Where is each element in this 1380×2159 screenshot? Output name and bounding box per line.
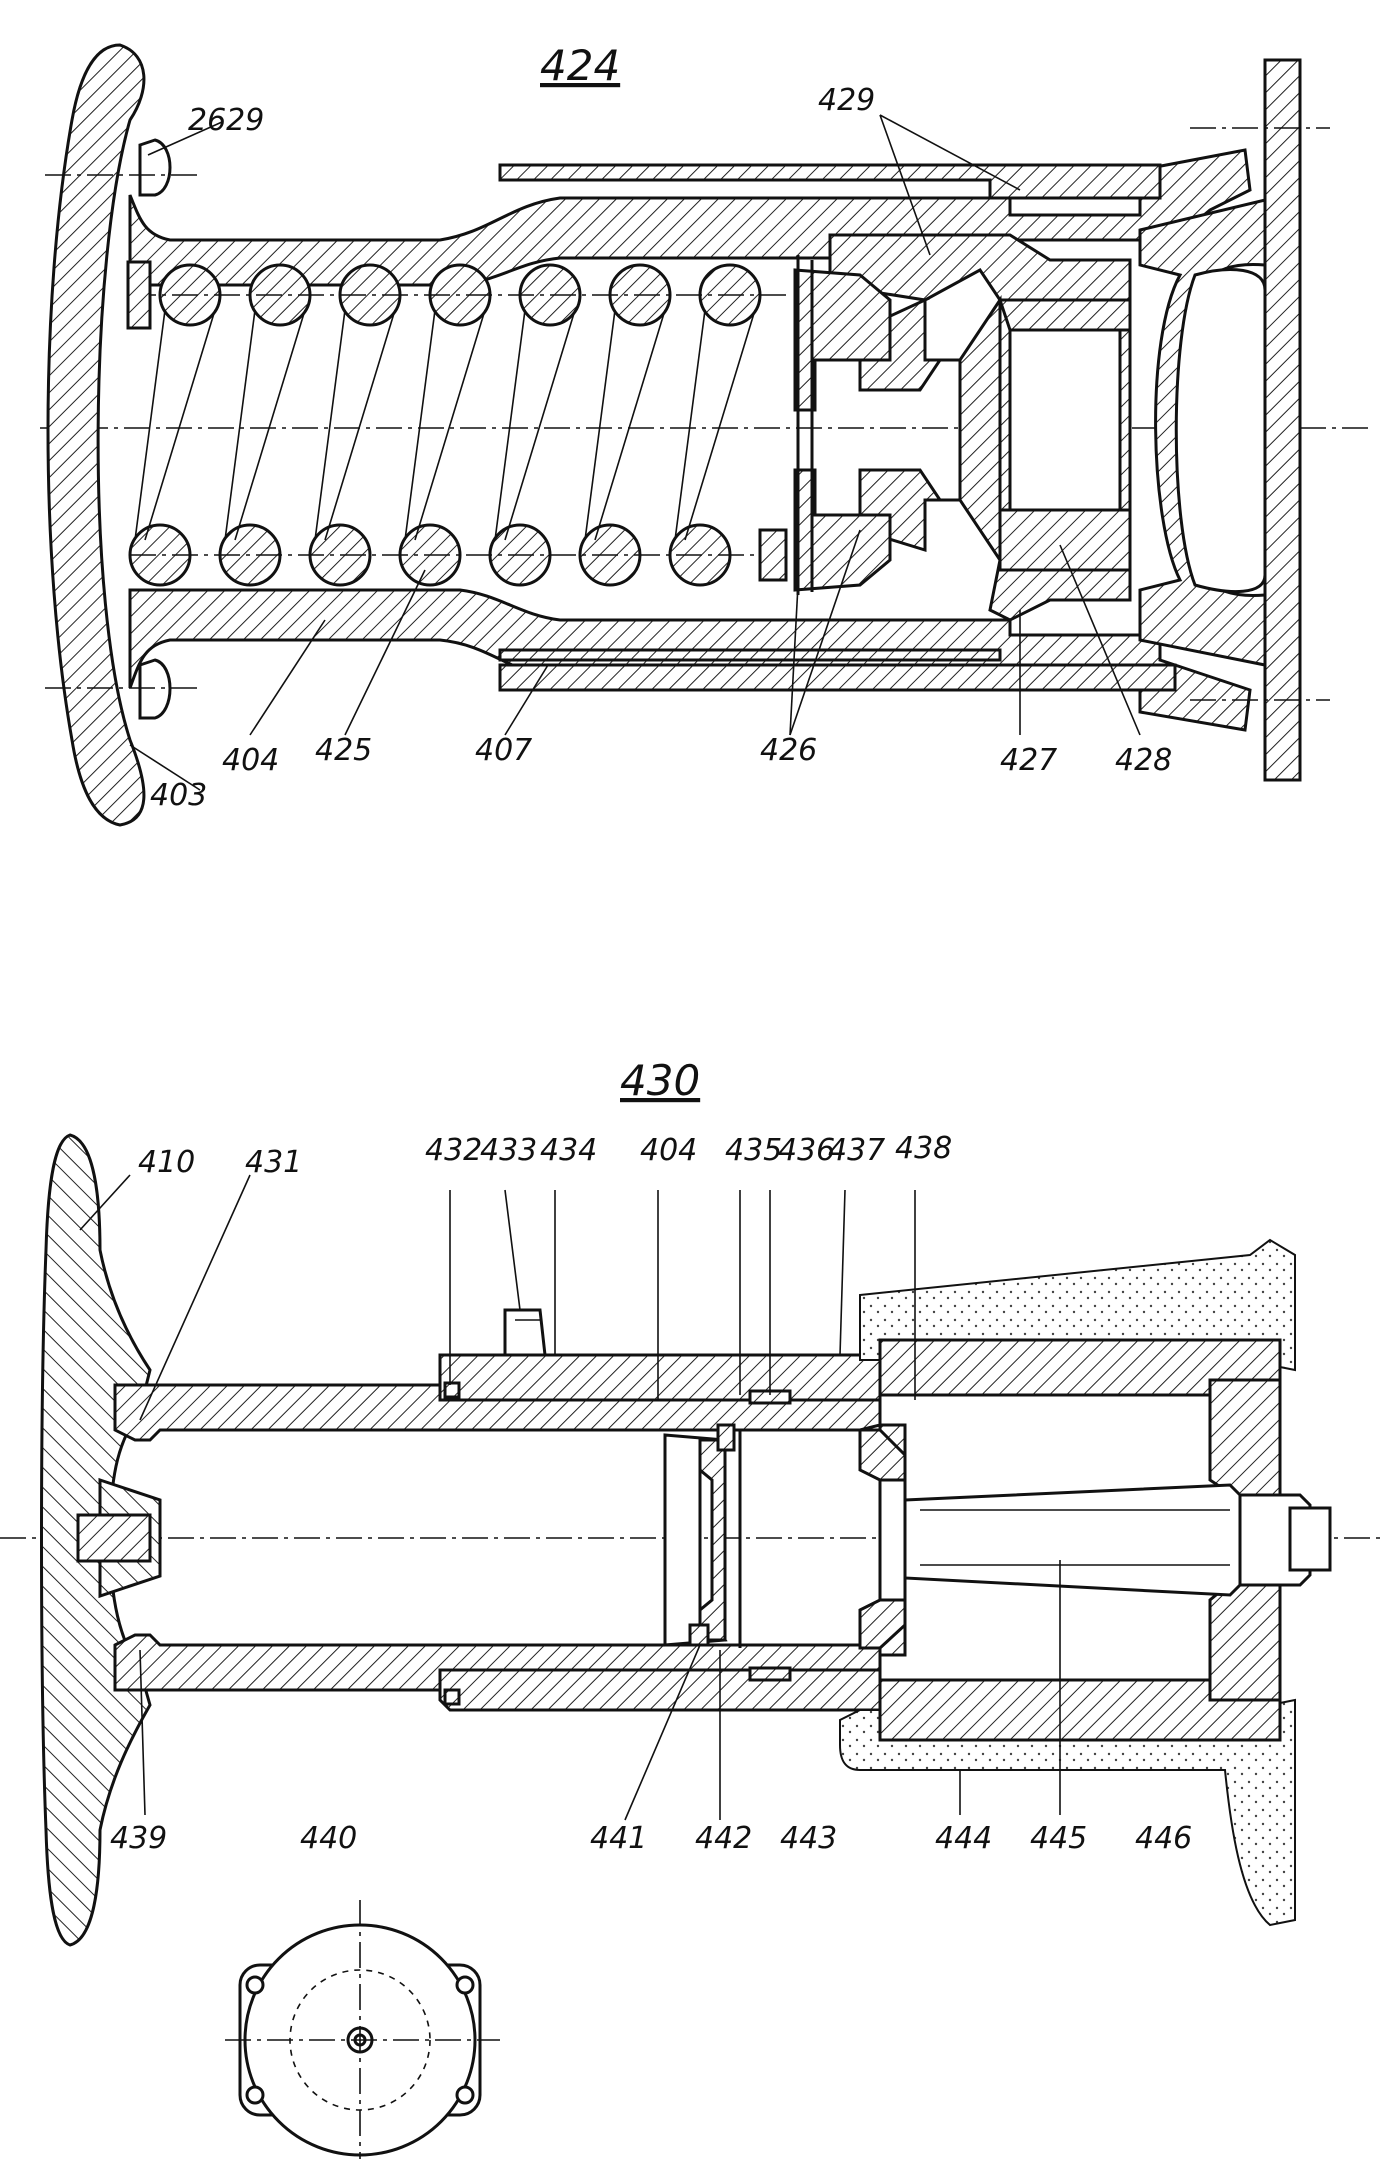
label-446: 446: [1135, 1821, 1192, 1856]
label-403: 403: [150, 778, 207, 813]
label-404b: 404: [640, 1133, 697, 1168]
label-425: 425: [315, 733, 372, 768]
label-428: 428: [1115, 743, 1172, 778]
label-436: 436: [778, 1133, 835, 1168]
label-444: 444: [935, 1821, 992, 1856]
label-433: 433: [480, 1133, 537, 1168]
label-404: 404: [222, 743, 279, 778]
figure-title-424: 424: [540, 41, 620, 90]
label-440: 440: [300, 1821, 357, 1856]
label-437: 437: [828, 1133, 885, 1168]
spring-coils: [126, 260, 790, 587]
label-434: 434: [540, 1133, 597, 1168]
label-407: 407: [475, 733, 532, 768]
label-427: 427: [1000, 743, 1057, 778]
figure-430: 430 410 431 432 433 434 404 435 436 437 …: [0, 1056, 1380, 2159]
label-429: 429: [818, 83, 875, 118]
label-438: 438: [895, 1131, 952, 1166]
label-443: 443: [780, 1821, 837, 1856]
label-432: 432: [425, 1133, 482, 1168]
figure-424: 424 2629 429 403 404 425 407 426 427 428: [40, 41, 1370, 827]
label-410: 410: [138, 1145, 195, 1180]
label-431: 431: [245, 1145, 302, 1180]
label-435: 435: [725, 1133, 782, 1168]
label-439: 439: [110, 1821, 167, 1856]
label-442: 442: [695, 1821, 752, 1856]
label-2629: 2629: [188, 103, 264, 138]
figure-title-430: 430: [620, 1056, 700, 1105]
label-441: 441: [590, 1821, 647, 1856]
label-426: 426: [760, 733, 817, 768]
label-445: 445: [1030, 1821, 1087, 1856]
